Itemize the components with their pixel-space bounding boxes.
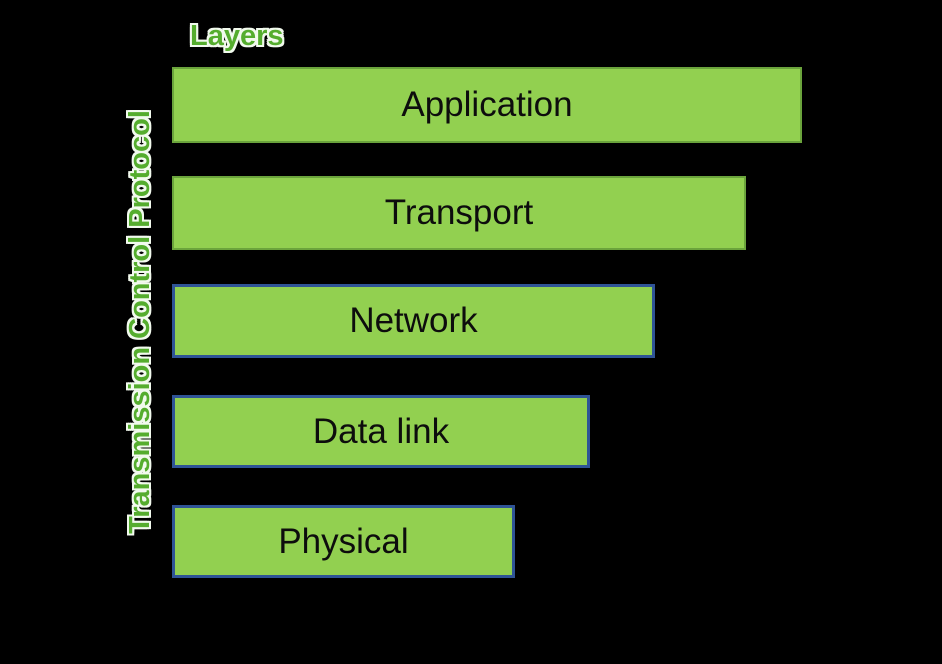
layer-label: Network [349, 301, 478, 340]
layer-bar-application: Application [172, 67, 802, 143]
layer-bar-data-link: Data link [172, 395, 590, 468]
layer-label: Data link [312, 411, 450, 451]
layer-label: Transport [384, 193, 534, 232]
diagram-title: Layers [190, 20, 284, 52]
layer-bar-physical: Physical [172, 505, 515, 578]
layer-bar-transport: Transport [172, 176, 746, 250]
y-axis-label: Transmission Control Protocol [124, 110, 156, 534]
layer-label: Application [401, 85, 573, 124]
layer-label: Physical [278, 521, 409, 561]
layer-bar-network: Network [172, 284, 655, 358]
